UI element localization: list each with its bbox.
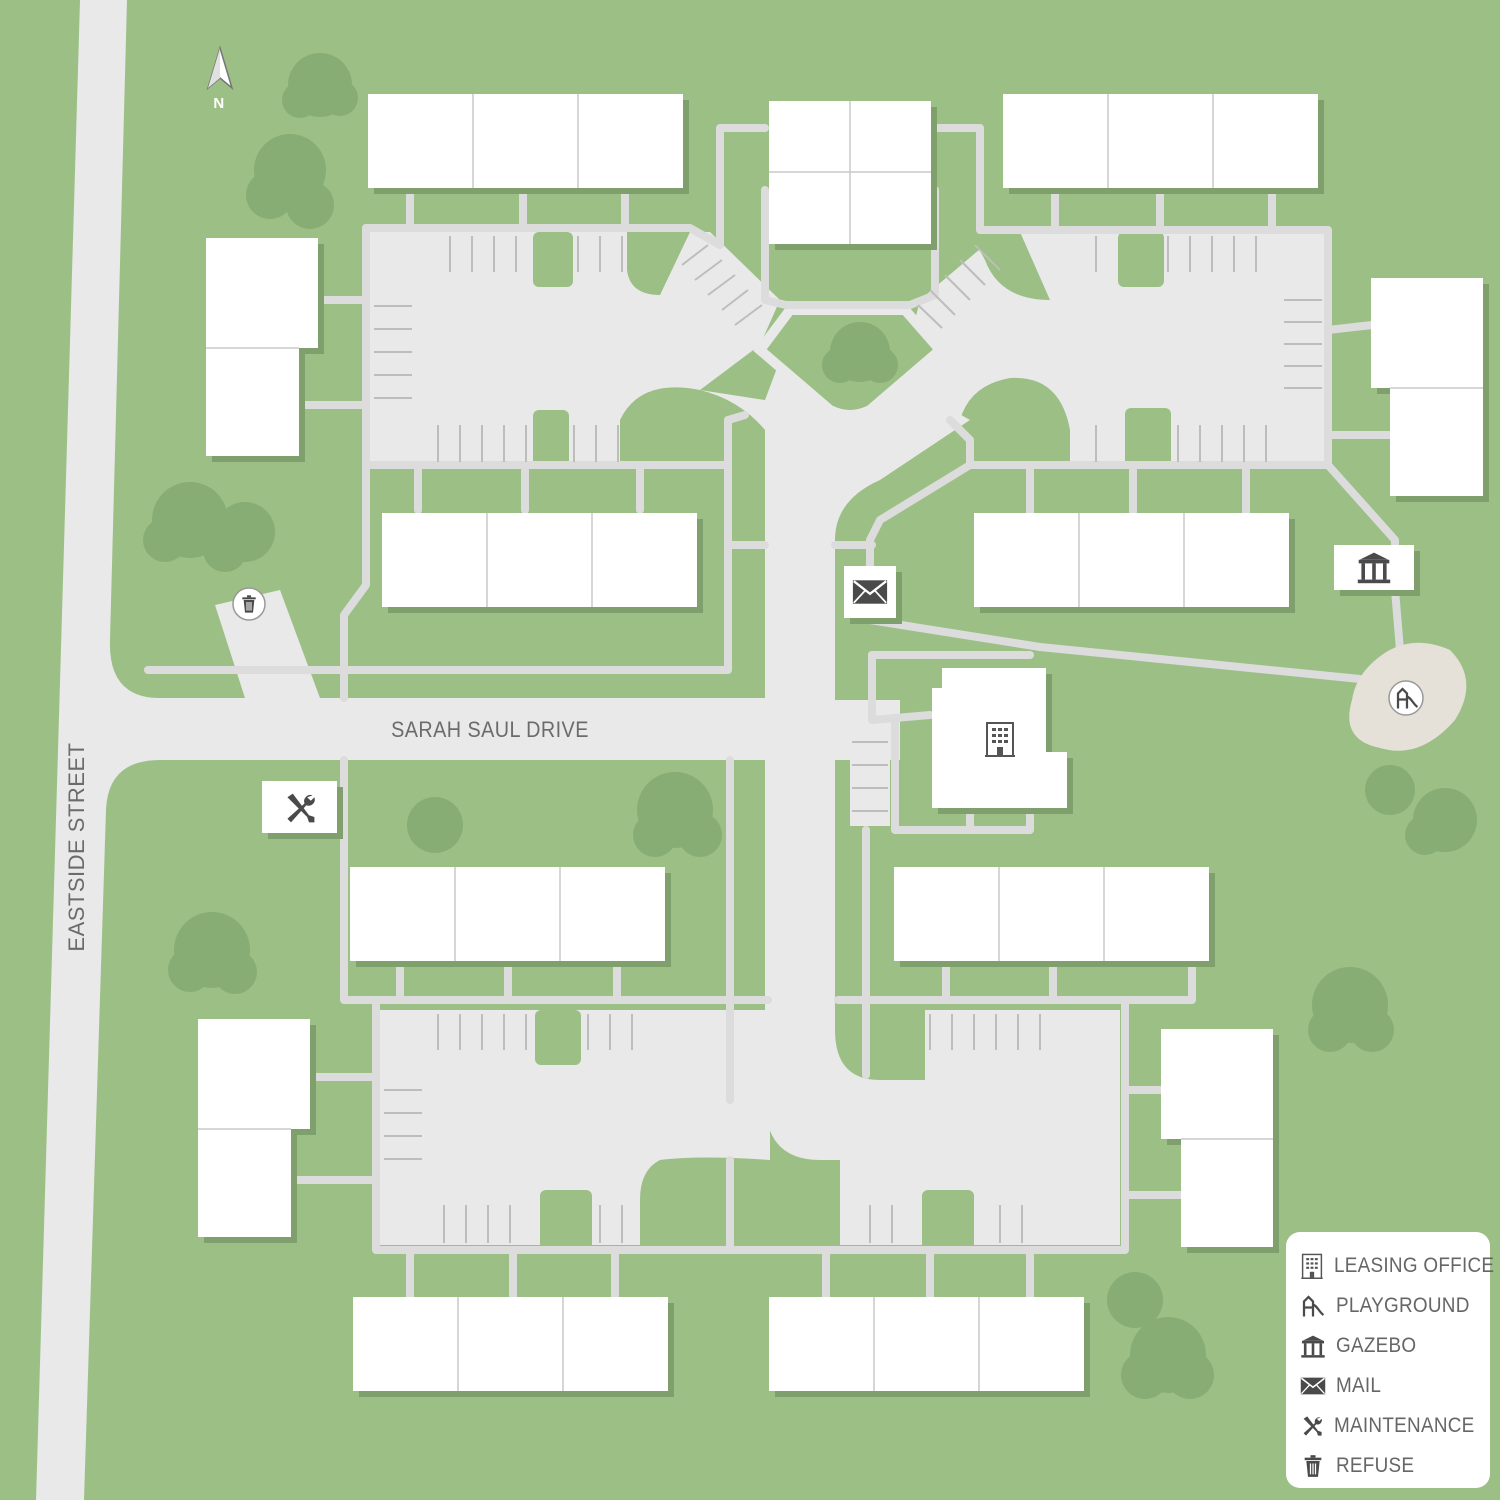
mail-icon [1300,1373,1326,1399]
legend-item-refuse: REFUSE [1300,1446,1490,1486]
legend-item-leasing-office: LEASING OFFICE [1300,1246,1494,1286]
refuse-marker[interactable] [232,587,266,621]
street-label-sarah-saul-drive: SARAH SAUL DRIVE [391,718,589,742]
legend: LEASING OFFICE PLAYGROUND GAZEBO MAIL MA… [1286,1232,1494,1488]
playground-marker[interactable] [1388,680,1424,716]
mail-icon [852,579,888,605]
compass-label: N [213,95,224,112]
gazebo-icon [1300,1333,1326,1359]
building-icon [1300,1253,1324,1279]
buildings [198,94,1483,1391]
legend-item-playground: PLAYGROUND [1300,1286,1490,1326]
gazebo-marker[interactable] [1334,545,1414,590]
legend-item-gazebo: GAZEBO [1300,1326,1490,1366]
maintenance-icon [1300,1413,1324,1439]
compass: N [206,45,234,112]
street-label-eastside-street: EASTSIDE STREET [64,742,89,951]
legend-item-maintenance: MAINTENANCE [1300,1406,1490,1446]
trees [143,53,1477,1399]
mail-marker[interactable] [844,566,896,618]
playground-icon [1300,1293,1326,1319]
maintenance-marker[interactable] [262,781,337,833]
refuse-icon [1300,1453,1326,1479]
legend-item-mail: MAIL [1300,1366,1490,1406]
